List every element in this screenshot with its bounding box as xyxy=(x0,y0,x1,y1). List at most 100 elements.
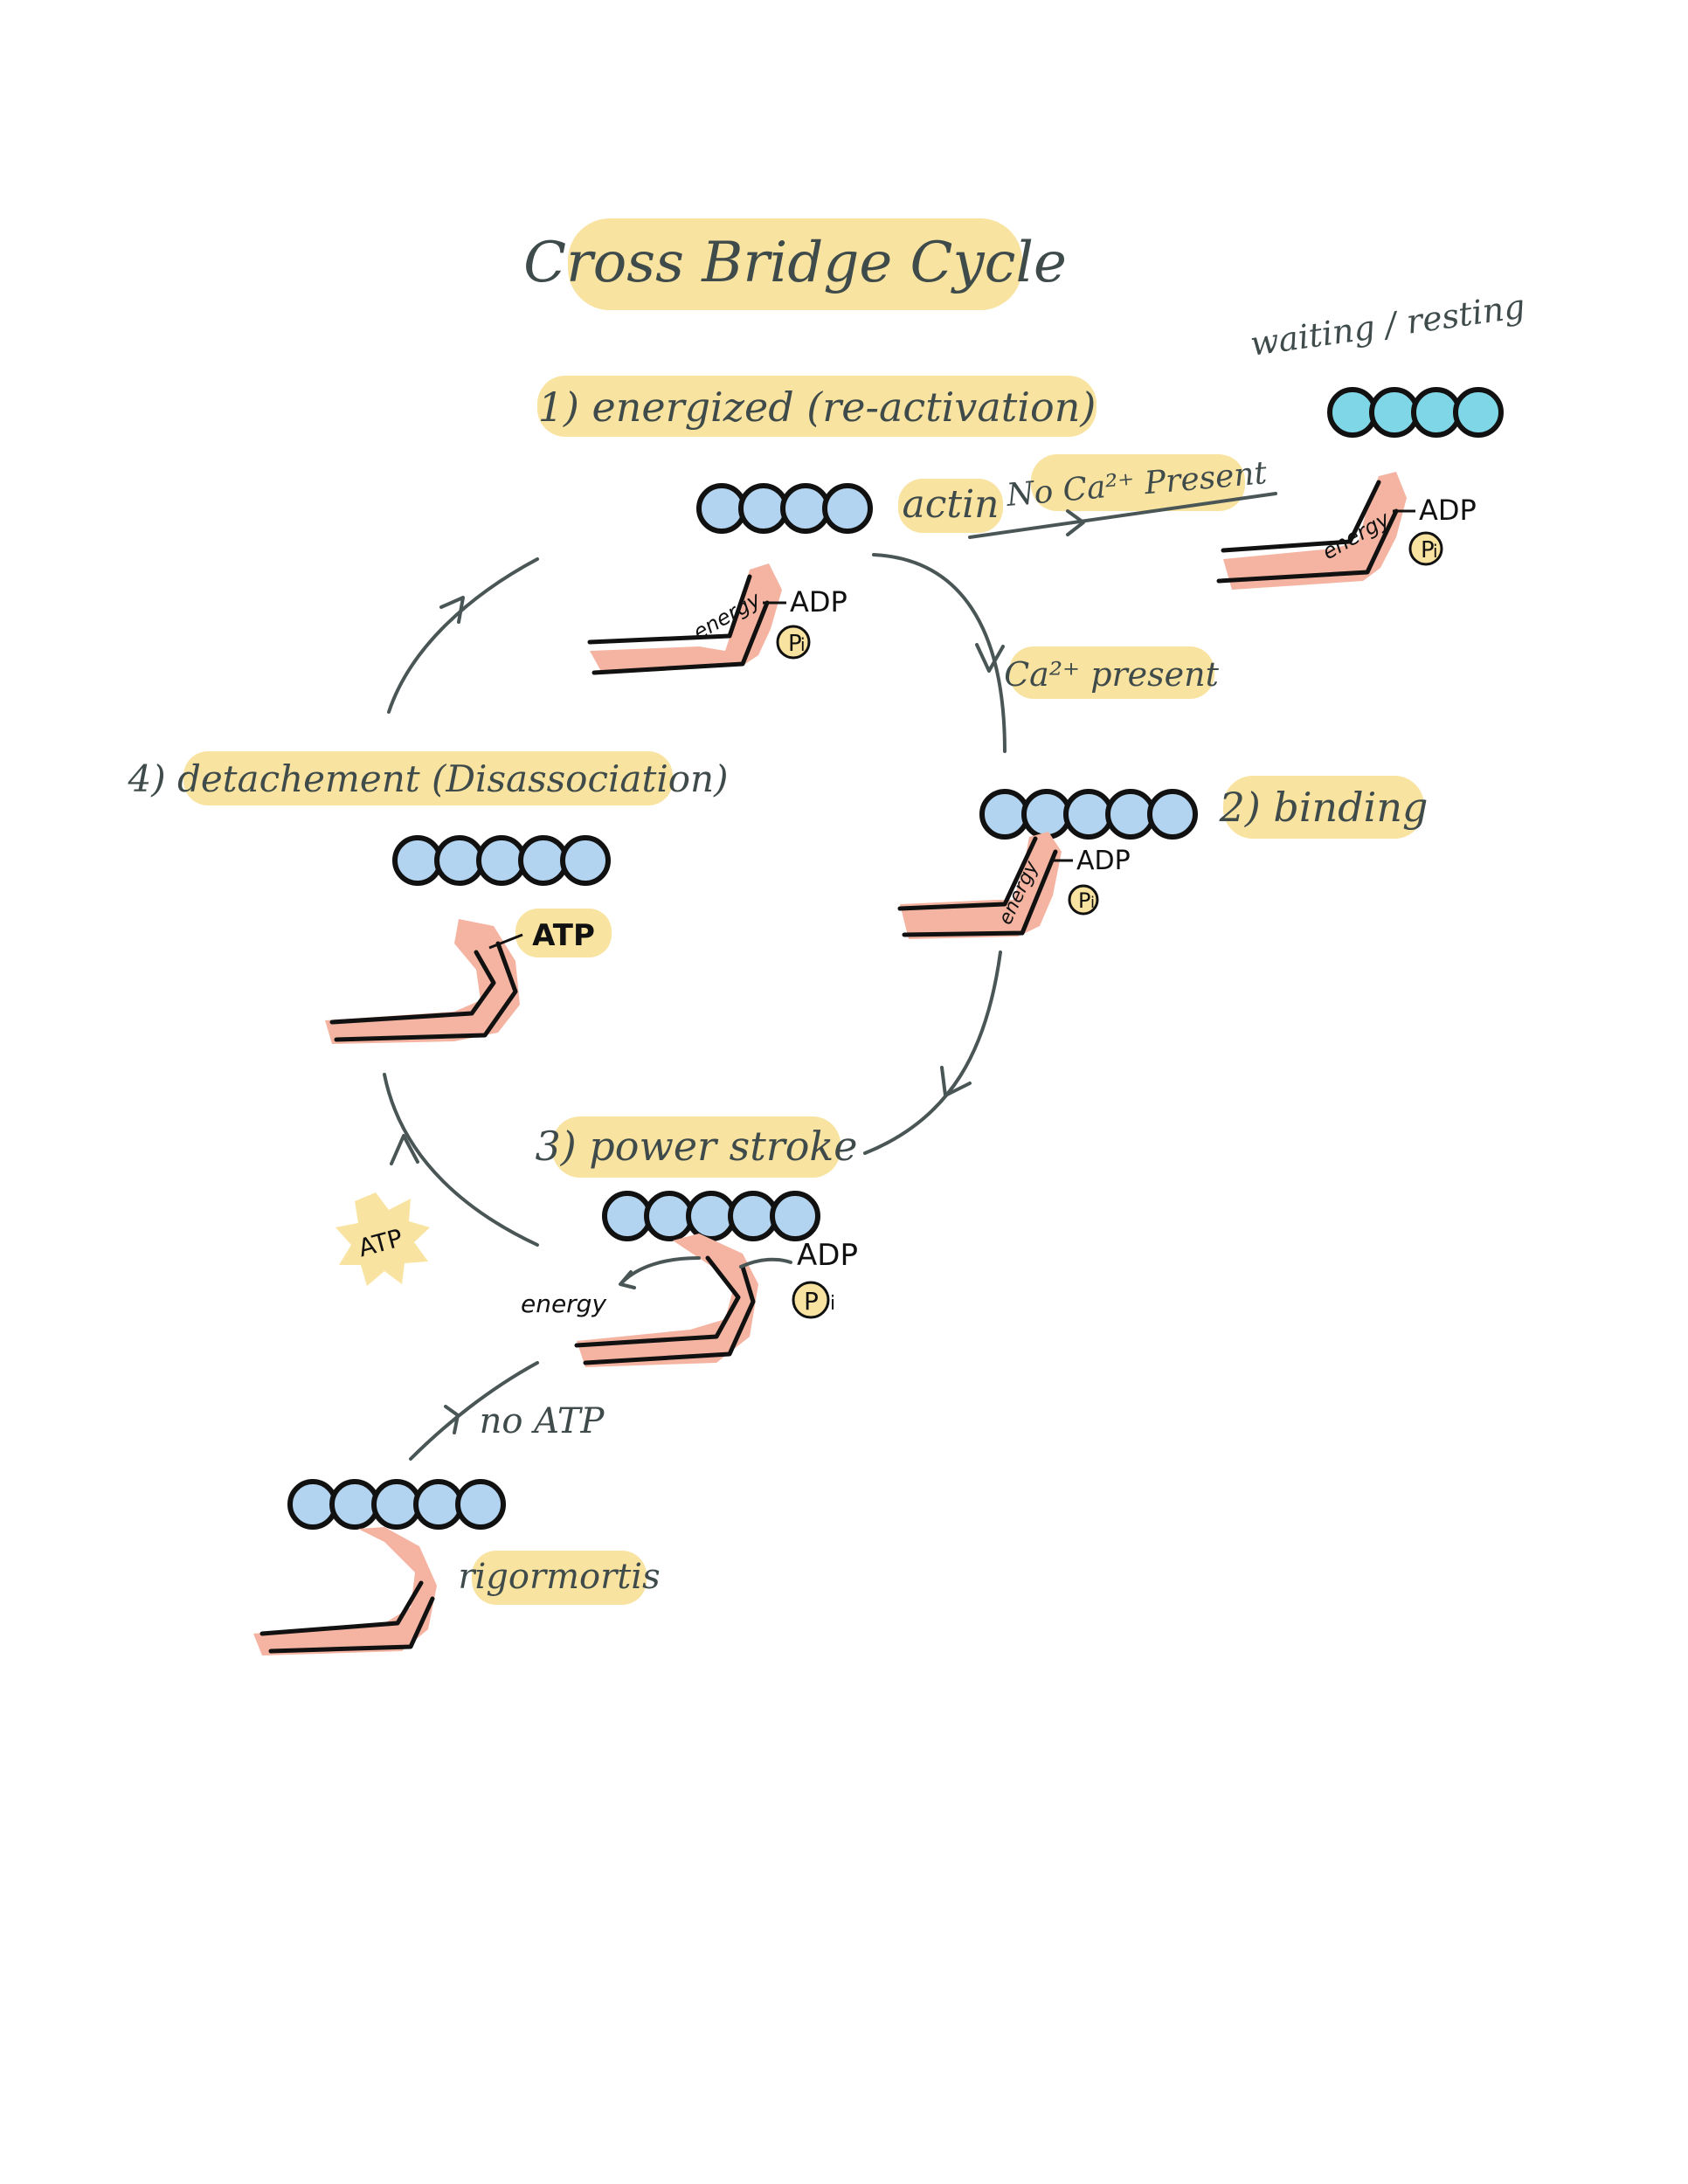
stage-binding-label: 2) binding xyxy=(1219,784,1429,831)
atp-burst-shape xyxy=(336,1192,430,1286)
atp-burst-icon: ATP xyxy=(336,1192,430,1286)
arrow-head xyxy=(390,1134,419,1165)
energized-highlight xyxy=(537,376,1097,437)
actin-bead xyxy=(518,835,569,886)
actin-bead xyxy=(1369,387,1420,438)
actin-bead xyxy=(1021,789,1072,840)
actin-bead xyxy=(1327,387,1378,438)
title-group: Cross Bridge Cycle xyxy=(523,218,1067,310)
page-title: Cross Bridge Cycle xyxy=(523,231,1067,295)
actin-bead xyxy=(696,483,747,534)
actin-chain-resting xyxy=(1327,387,1504,438)
actin-bead xyxy=(1105,789,1156,840)
actin-label: actin xyxy=(903,482,1000,527)
myosin-outline xyxy=(591,600,770,675)
phosphate-label: P xyxy=(788,631,802,657)
stage-energized-label: 1) energized (re-activation) xyxy=(538,384,1097,431)
phosphate-icon xyxy=(1408,531,1443,566)
adp-release-arrow xyxy=(739,1257,792,1268)
actin-chain-detachment xyxy=(392,835,611,886)
actin-bead xyxy=(392,835,443,886)
actin-bead xyxy=(1411,387,1462,438)
arrow-head xyxy=(444,1405,460,1434)
actin-chain-energized xyxy=(696,483,873,534)
actin-bead xyxy=(1147,789,1198,840)
stage-power-stroke-label: 3) power stroke xyxy=(535,1123,857,1170)
myosin-outline xyxy=(902,849,1058,937)
actin-bead xyxy=(780,483,831,534)
power-stroke-highlight xyxy=(552,1116,841,1178)
arrow-head xyxy=(1066,509,1085,536)
arrow-head xyxy=(975,643,1005,673)
detachment-highlight xyxy=(183,751,673,805)
actin-bead xyxy=(644,1191,695,1241)
actin-highlight xyxy=(898,479,1003,533)
actin-bead xyxy=(1063,789,1114,840)
myosin-outline xyxy=(259,1580,424,1636)
actin-chain-rigor xyxy=(287,1479,506,1530)
arrow-detachment-to-energized xyxy=(387,557,539,714)
phosphate-sub-label: i xyxy=(1090,894,1095,912)
myosin-outline xyxy=(587,574,752,645)
actin-bead xyxy=(287,1479,338,1530)
myosin-resting: energy ADP P i xyxy=(1216,472,1477,590)
myosin-outline xyxy=(574,1255,741,1348)
actin-bead xyxy=(979,789,1030,840)
actin-bead xyxy=(738,483,789,534)
myosin-outline xyxy=(1221,480,1381,553)
adp-label: ADP xyxy=(797,1238,858,1273)
myosin-outline xyxy=(897,836,1038,911)
arrow-to-resting xyxy=(968,492,1277,539)
actin-bead xyxy=(413,1479,464,1530)
phosphate-icon xyxy=(1068,884,1099,916)
myosin-shape xyxy=(900,832,1062,939)
arrow-powerstroke-to-detachment xyxy=(383,1073,539,1247)
actin-bead xyxy=(476,835,527,886)
arrow-binding-to-powerstroke xyxy=(863,950,1002,1155)
myosin-binding: energy ADP P i xyxy=(897,832,1131,939)
myosin-outline xyxy=(1216,508,1399,584)
atp-pointer xyxy=(488,933,523,950)
phosphate-label: P xyxy=(804,1287,819,1316)
arrow-to-rigor xyxy=(409,1361,539,1461)
no-atp-label: no ATP xyxy=(480,1401,605,1441)
adp-label: ADP xyxy=(790,585,847,619)
actin-bead xyxy=(822,483,873,534)
myosin-shape xyxy=(253,1527,437,1655)
phosphate-icon xyxy=(792,1281,830,1319)
energy-release-arrow xyxy=(620,1256,701,1284)
actin-bead xyxy=(770,1191,820,1241)
waiting-label: waiting / resting xyxy=(1248,287,1527,363)
myosin-outline xyxy=(268,1596,435,1654)
arrow-head xyxy=(619,1270,636,1289)
adp-label: ADP xyxy=(1419,494,1477,527)
myosin-rigor xyxy=(253,1527,437,1655)
myosin-energized: energy ADP P i xyxy=(587,563,847,675)
phosphate-label: P xyxy=(1078,888,1090,913)
actin-bead xyxy=(1453,387,1504,438)
arrow-energized-to-binding xyxy=(872,553,1007,753)
actin-bead xyxy=(728,1191,778,1241)
rigor-highlight xyxy=(472,1551,647,1605)
actin-bead xyxy=(329,1479,380,1530)
actin-bead xyxy=(434,835,485,886)
actin-bead xyxy=(560,835,611,886)
myosin-shape xyxy=(590,563,782,674)
actin-chain-binding xyxy=(979,789,1198,840)
actin-bead xyxy=(371,1479,422,1530)
actin-chain-power-stroke xyxy=(602,1191,820,1241)
stage-detachment-label: 4) detachement (Disassociation) xyxy=(127,757,728,800)
actin-bead xyxy=(602,1191,653,1241)
energy-label: energy xyxy=(521,1289,606,1318)
arrow-head xyxy=(439,596,465,624)
atp-highlight xyxy=(515,909,612,957)
myosin-outline xyxy=(329,950,496,1025)
phosphate-label: P xyxy=(1421,537,1435,563)
rigor-mortis-label: rigormortis xyxy=(458,1557,660,1597)
myosin-detachment: ATP xyxy=(325,909,612,1044)
atp-label: ATP xyxy=(532,918,595,953)
arrow-head xyxy=(940,1066,972,1097)
myosin-outline xyxy=(583,1264,756,1365)
